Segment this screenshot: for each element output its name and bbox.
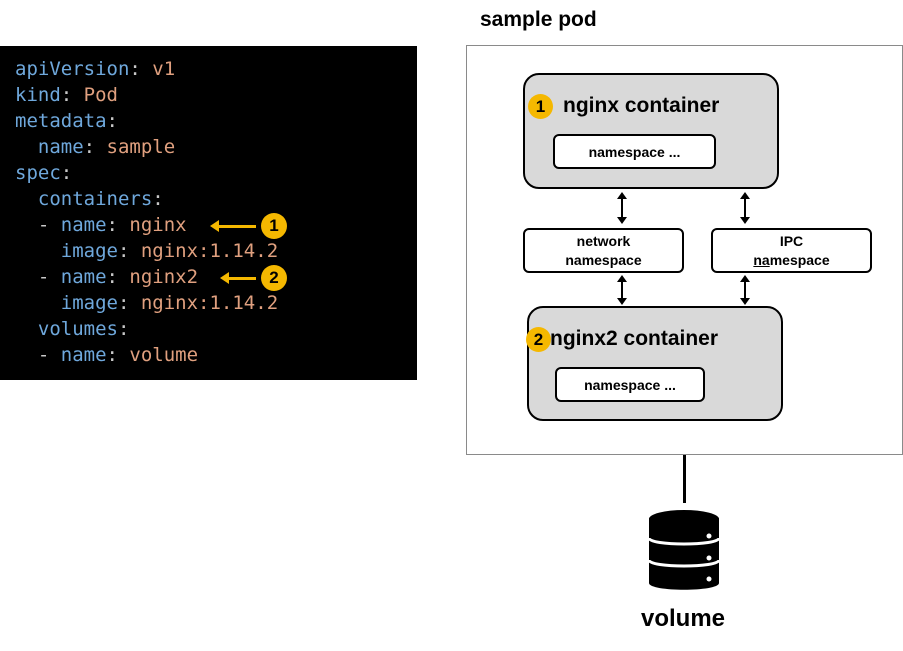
container-badge-1: 1 bbox=[528, 94, 553, 119]
code-line-1: apiVersion: v1 bbox=[15, 58, 176, 80]
marker-badge-1: 1 bbox=[261, 213, 287, 239]
marker-badge-2: 2 bbox=[261, 265, 287, 291]
ipc-ns-line2: namespace bbox=[753, 251, 830, 268]
code-line-4: name: sample bbox=[37, 136, 176, 158]
namespace-box-1: namespace ... bbox=[553, 134, 716, 169]
network-namespace-box: network namespace bbox=[523, 228, 684, 273]
network-ns-line2: namespace bbox=[565, 251, 642, 268]
pod-volume-connector bbox=[683, 455, 686, 503]
container-badge-2: 2 bbox=[526, 327, 551, 352]
code-line-3: metadata: bbox=[15, 110, 118, 132]
ipc-namespace-box: IPC namespace bbox=[711, 228, 872, 273]
code-line-6: containers: bbox=[37, 188, 164, 210]
code-line-10: image: nginx:1.14.2 bbox=[60, 292, 279, 314]
code-line-8: image: nginx:1.14.2 bbox=[60, 240, 279, 262]
code-line-5: spec: bbox=[15, 162, 73, 184]
nginx-container: 1 nginx container namespace ... bbox=[523, 73, 779, 189]
yaml-code-panel: apiVersion: v1 kind: Pod metadata: name:… bbox=[0, 46, 417, 380]
marker-arrow-1 bbox=[210, 220, 256, 232]
network-ns-line1: network bbox=[576, 232, 631, 249]
marker-arrow-2 bbox=[220, 272, 256, 284]
namespace-box-2: namespace ... bbox=[555, 367, 705, 402]
ipc-ns-line1: IPC bbox=[779, 232, 804, 249]
pod-title: sample pod bbox=[480, 8, 597, 31]
container-title-1: nginx container bbox=[563, 94, 720, 117]
code-line-2: kind: Pod bbox=[15, 84, 118, 106]
database-icon bbox=[647, 510, 721, 590]
nginx2-container: 2 nginx2 container namespace ... bbox=[526, 306, 783, 421]
volume-label: volume bbox=[640, 605, 726, 632]
container-title-2: nginx2 container bbox=[550, 327, 719, 350]
code-line-11: volumes: bbox=[37, 318, 130, 340]
code-line-7: - name: nginx bbox=[15, 214, 187, 236]
code-line-9: - name: nginx2 bbox=[15, 266, 199, 288]
code-line-12: - name: volume bbox=[15, 344, 199, 366]
